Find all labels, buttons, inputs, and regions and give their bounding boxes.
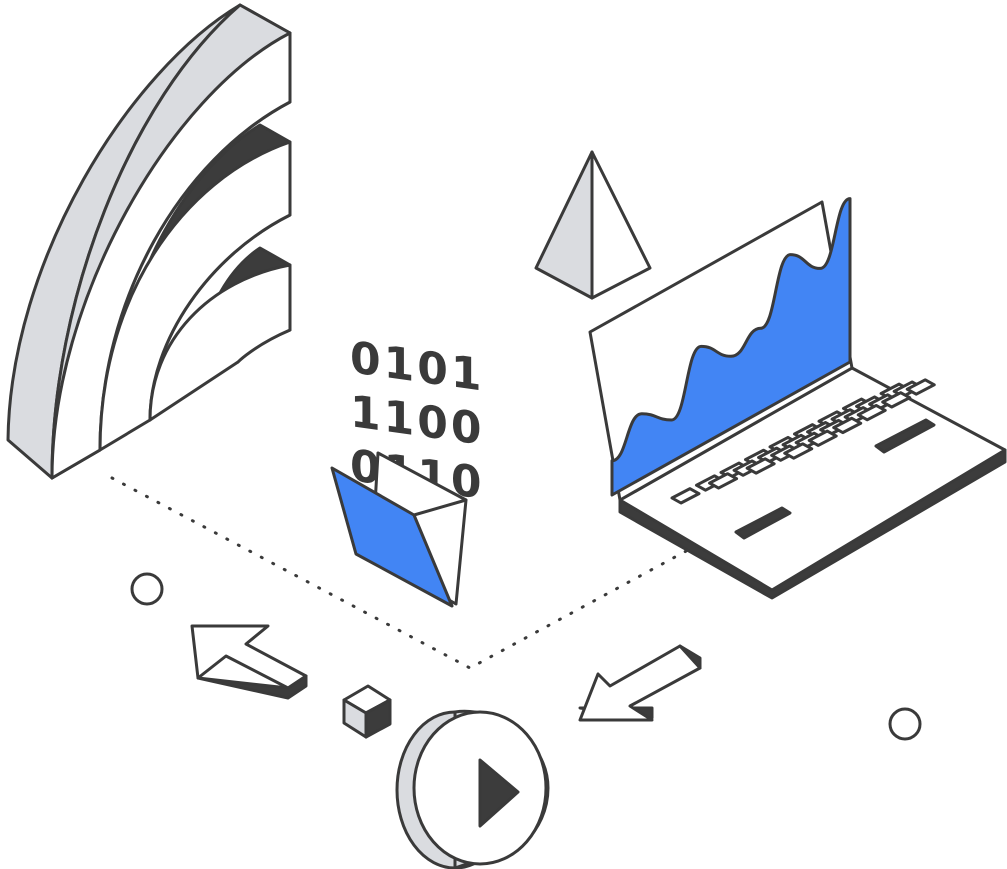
keyboard-long-key	[734, 506, 792, 540]
keyboard-key	[708, 472, 739, 490]
keyboard-key	[905, 378, 936, 396]
arrow-down-left-icon	[578, 644, 702, 722]
laptop-icon	[588, 197, 1007, 600]
keyboard-key	[745, 457, 776, 475]
play-button-icon	[395, 709, 550, 869]
keyboard-key	[783, 442, 814, 460]
dotted-connector	[110, 476, 714, 670]
circle-icon	[130, 572, 164, 606]
keyboard-key	[670, 487, 701, 505]
wifi-signal-icon	[6, 3, 292, 480]
screen-trend-chart	[610, 197, 852, 497]
folder-icon: 0101 1100 0110	[330, 332, 484, 608]
arrow-up-left-icon	[190, 624, 308, 700]
pyramid-icon	[534, 150, 652, 300]
keyboard-key	[881, 391, 912, 409]
keyboard-key	[807, 429, 838, 447]
keyboard-key	[856, 403, 887, 422]
circle-icon	[888, 707, 922, 741]
keyboard-long-key	[874, 418, 936, 454]
laptop-keyboard	[670, 378, 936, 540]
keyboard-key	[832, 416, 863, 435]
cube-icon	[342, 684, 392, 739]
